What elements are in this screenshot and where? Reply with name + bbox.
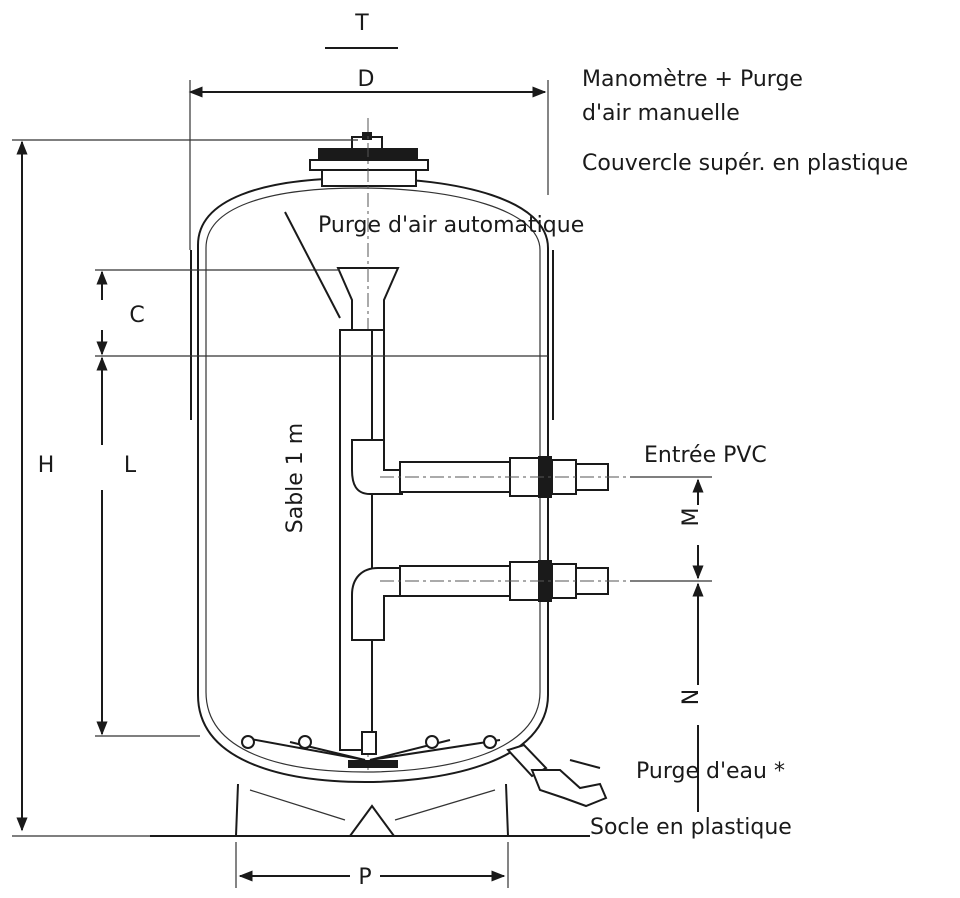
bottom-laterals: [241, 731, 608, 808]
dim-h-label: H: [38, 453, 55, 478]
internal-pipework: [336, 267, 628, 770]
filter-tank: [190, 176, 554, 784]
label-manometre-line2: d'air manuelle: [582, 101, 740, 126]
top-lid: [309, 118, 429, 270]
dim-m-label: M: [679, 508, 704, 527]
label-purge-eau: Purge d'eau *: [636, 759, 785, 784]
dimension-lines: [12, 47, 712, 888]
dim-c-label: C: [129, 303, 144, 328]
label-manometre-line1: Manomètre + Purge: [582, 67, 803, 92]
label-socle: Socle en plastique: [590, 815, 792, 840]
label-purge-air-auto: Purge d'air automatique: [318, 213, 584, 238]
dim-n-label: N: [679, 689, 704, 705]
dim-p-label: P: [358, 865, 371, 890]
dim-t-label: T: [354, 11, 369, 36]
label-couvercle: Couvercle supér. en plastique: [582, 151, 908, 176]
dim-d-label: D: [358, 67, 375, 92]
plastic-base: [150, 783, 590, 837]
dim-l-label: L: [124, 453, 137, 478]
label-sable: Sable 1 m: [283, 423, 308, 533]
label-entree-pvc: Entrée PVC: [644, 443, 767, 468]
